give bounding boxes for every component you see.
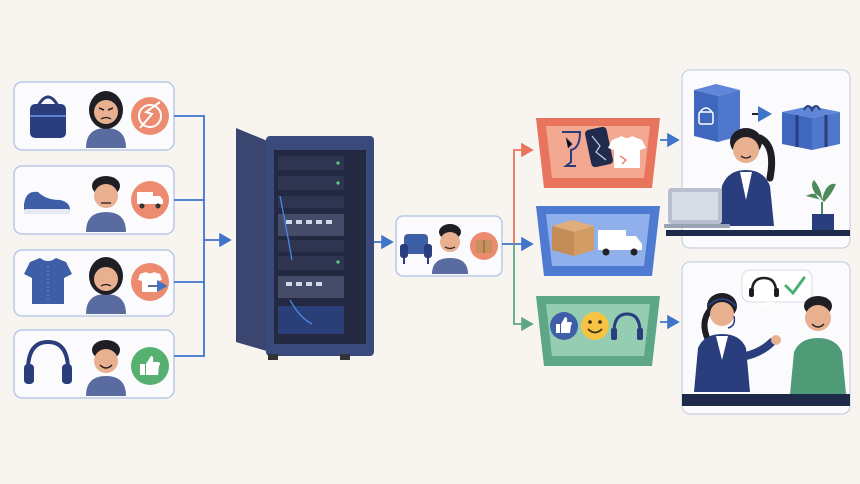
customer-avatar-worried — [86, 257, 126, 314]
input-card-sneaker — [13, 165, 175, 235]
armchair-icon — [400, 234, 432, 264]
customer-avatar-neutral — [86, 176, 126, 232]
speech-bubble-icon — [741, 269, 813, 310]
broken-glass-icon — [562, 131, 582, 167]
customer-avatar-support — [790, 296, 846, 394]
broken-plate-icon — [131, 97, 169, 135]
input-connectors — [174, 115, 232, 357]
branch-connectors — [502, 142, 534, 332]
headset-icon — [611, 312, 643, 340]
customer-avatar-angry — [86, 91, 126, 148]
check-icon — [784, 276, 806, 296]
cardboard-box-icon — [552, 220, 594, 256]
cracked-phone-icon — [585, 126, 613, 168]
bin-shipping — [536, 206, 660, 276]
delivery-truck-icon — [598, 230, 642, 256]
agent-avatar — [718, 128, 776, 226]
tshirt-icon — [24, 258, 72, 304]
smiley-icon — [581, 312, 609, 340]
server-rack-icon — [236, 128, 374, 360]
thumbs-up-icon — [550, 312, 578, 340]
sneaker-icon — [24, 191, 70, 214]
gift-box-icon — [782, 105, 840, 150]
customer-avatar-case — [432, 224, 468, 274]
outcome-replacement-scene — [664, 69, 851, 249]
desk — [682, 394, 850, 406]
laptop-icon — [664, 188, 730, 228]
bag-box-icon — [694, 84, 740, 142]
input-card-headphones — [13, 329, 175, 399]
outcome-support-scene — [681, 261, 851, 415]
support-agent-avatar — [694, 293, 781, 392]
package-icon — [470, 232, 498, 260]
customer-avatar-happy — [86, 340, 126, 396]
delivery-truck-icon — [131, 181, 169, 219]
tshirt-return-icon — [131, 263, 169, 301]
input-card-handbag — [13, 81, 175, 151]
routed-case-card — [395, 215, 503, 277]
desk — [666, 230, 850, 236]
bin-positive — [536, 296, 660, 366]
input-card-tshirt — [13, 249, 175, 317]
bin-damaged — [536, 118, 660, 188]
headset-icon — [749, 276, 779, 297]
handbag-icon — [30, 95, 66, 138]
headphones-icon — [24, 339, 72, 384]
thumbs-up-icon — [131, 347, 169, 385]
torn-shirt-icon — [608, 136, 646, 168]
plant-icon — [806, 180, 836, 230]
